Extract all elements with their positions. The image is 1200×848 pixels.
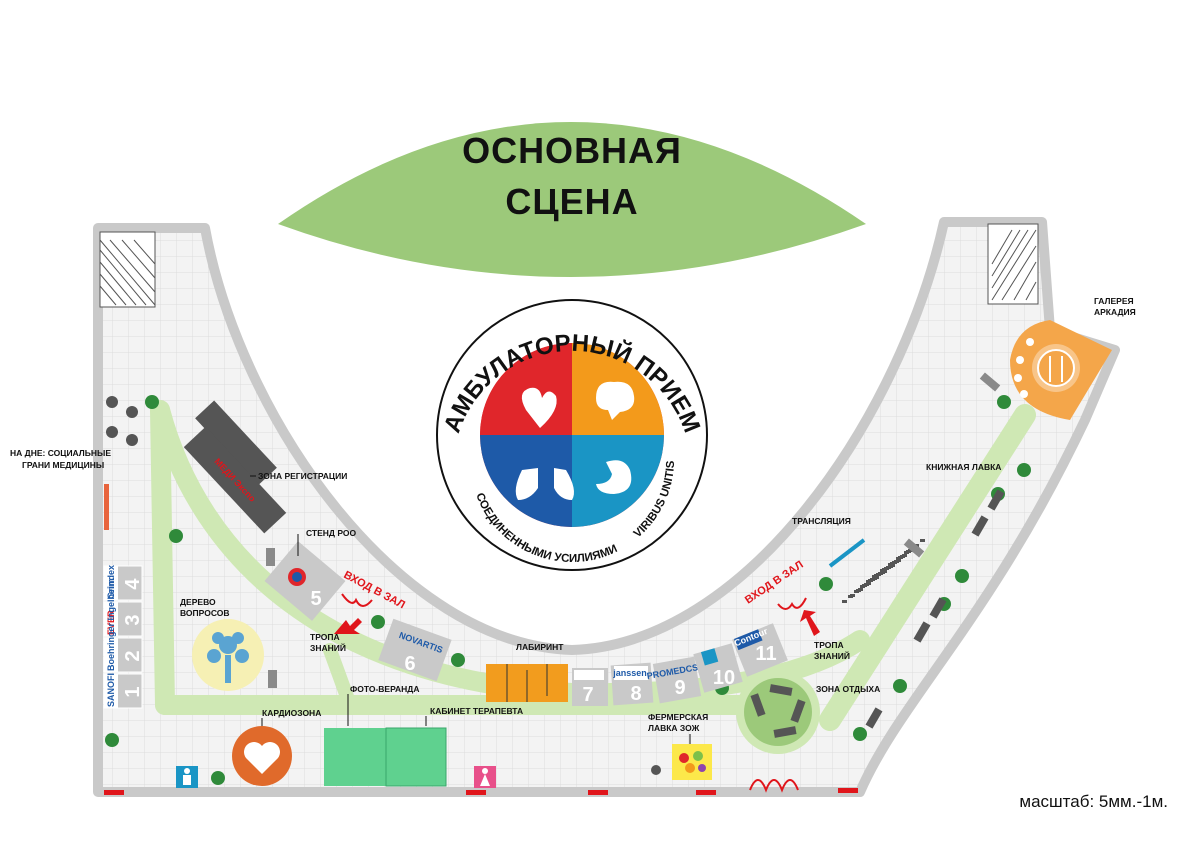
stage-title-line1: ОСНОВНАЯ bbox=[462, 130, 682, 171]
staircase-left bbox=[99, 231, 156, 308]
tree-icon bbox=[207, 632, 249, 683]
stand-7-number: 7 bbox=[582, 684, 593, 706]
stand-3-brand: EVER bbox=[106, 610, 116, 635]
heart-icon bbox=[244, 742, 280, 774]
trees bbox=[105, 395, 1031, 785]
stand-2-logo-panel bbox=[104, 638, 118, 672]
bottom-doors bbox=[749, 779, 799, 793]
kiosks bbox=[266, 372, 1001, 775]
stand-8[interactable]: janssen 8 bbox=[610, 662, 654, 706]
label-labyrinth: ЛАБИРИНТ bbox=[516, 642, 564, 652]
label-knowledge-right-2: ЗНАНИЙ bbox=[814, 650, 850, 661]
label-knowledge-left-1: ТРОПА bbox=[310, 632, 340, 642]
seat bbox=[880, 569, 885, 572]
stand-1-brand: SANOFI bbox=[106, 673, 116, 707]
seat bbox=[888, 563, 893, 566]
label-therapist: КАБИНЕТ ТЕРАПЕВТА bbox=[430, 706, 523, 716]
stage-title-line2: СЦЕНА bbox=[505, 181, 638, 222]
main-stage bbox=[278, 122, 866, 277]
label-rest: ЗОНА ОТДЫХА bbox=[816, 684, 880, 694]
stand-11-number: 11 bbox=[755, 643, 776, 665]
stand-9-number: 9 bbox=[674, 677, 685, 699]
restroom-women[interactable] bbox=[474, 766, 496, 788]
entrance-left-arrow bbox=[334, 618, 362, 634]
label-broadcast: ТРАНСЛЯЦИЯ bbox=[792, 516, 851, 526]
label-tree-1: ДЕРЕВО bbox=[180, 597, 216, 607]
stomach-icon bbox=[596, 460, 632, 494]
event-logo: АМБУЛАТОРНЫЙ ПРИЕМ СОЕДИНЕННЫМИ УСИЛИЯМИ… bbox=[436, 299, 708, 571]
label-knowledge-right-1: ТРОПА bbox=[814, 640, 844, 650]
label-farm-1: ФЕРМЕРСКАЯ bbox=[648, 712, 708, 722]
heart-organ-icon bbox=[521, 387, 557, 428]
map-scale: масштаб: 5мм.-1м. bbox=[1019, 792, 1168, 811]
benches bbox=[750, 684, 806, 738]
door-markers bbox=[104, 788, 858, 795]
seat bbox=[854, 590, 859, 593]
stand-10[interactable]: 10 bbox=[693, 643, 743, 693]
entrance-left-doors[interactable] bbox=[341, 593, 373, 607]
stand-5[interactable]: 5 bbox=[264, 541, 346, 621]
stand-3-number: 3 bbox=[122, 614, 144, 625]
entrance-right-doors[interactable] bbox=[777, 597, 807, 610]
photo-veranda[interactable] bbox=[324, 728, 386, 786]
label-tree-2: ВОПРОСОВ bbox=[180, 608, 230, 618]
brain-icon bbox=[596, 381, 635, 420]
label-social-1: НА ДНЕ: СОЦИАЛЬНЫЕ bbox=[10, 448, 111, 458]
social-display bbox=[104, 484, 109, 530]
stand-5-number: 5 bbox=[310, 588, 321, 610]
seat bbox=[842, 600, 847, 603]
farmer-shop[interactable] bbox=[672, 744, 712, 780]
label-registration: ЗОНА РЕГИСТРАЦИИ bbox=[258, 471, 347, 481]
cutlery-icon bbox=[1049, 356, 1063, 382]
label-roo-stand: СТЕНД РОО bbox=[306, 528, 357, 538]
label-gallery-1: ГАЛЕРЕЯ bbox=[1094, 296, 1134, 306]
stand-6-number: 6 bbox=[404, 653, 415, 675]
stand-8-number: 8 bbox=[630, 683, 641, 705]
seat bbox=[920, 539, 925, 542]
stand-2-brand: Boehringer Ingelheim bbox=[106, 578, 116, 671]
restroom-men[interactable] bbox=[176, 766, 198, 788]
label-gallery-2: АРКАДИЯ bbox=[1094, 307, 1136, 317]
stand-8-brand: janssen bbox=[612, 668, 647, 678]
labyrinth[interactable] bbox=[486, 664, 568, 702]
stand-4-brand: Grindex bbox=[106, 565, 116, 599]
seat bbox=[848, 595, 853, 598]
label-bookshop: КНИЖНАЯ ЛАВКА bbox=[926, 462, 1001, 472]
stand-2-number: 2 bbox=[122, 650, 144, 661]
stand-7[interactable]: 7 bbox=[572, 668, 608, 706]
staircase-right bbox=[987, 223, 1039, 305]
round-tables-left bbox=[106, 396, 138, 446]
registration-desk[interactable]: МЕДИ Экспо bbox=[183, 400, 287, 534]
seat bbox=[860, 585, 865, 588]
label-social-2: ГРАНИ МЕДИЦИНЫ bbox=[22, 460, 104, 470]
seat bbox=[896, 557, 901, 560]
broadcast-seating bbox=[842, 539, 925, 603]
label-farm-2: ЛАВКА ЗОЖ bbox=[648, 723, 700, 733]
stand-1-number: 1 bbox=[122, 686, 144, 697]
stand-4-number: 4 bbox=[122, 578, 144, 590]
label-knowledge-left-2: ЗНАНИЙ bbox=[310, 642, 346, 653]
seat bbox=[866, 580, 871, 583]
seat bbox=[904, 551, 909, 554]
therapist-office[interactable] bbox=[385, 727, 447, 787]
gallery-arcadia[interactable] bbox=[1010, 320, 1112, 420]
vegetables-icon bbox=[679, 751, 706, 773]
label-photo: ФОТО-ВЕРАНДА bbox=[350, 684, 420, 694]
broadcast-screen[interactable] bbox=[828, 538, 866, 568]
stand-4-logo-panel bbox=[104, 566, 118, 600]
entrance-right-arrow bbox=[800, 610, 820, 636]
label-cardio: КАРДИОЗОНА bbox=[262, 708, 321, 718]
lungs-icon bbox=[515, 468, 574, 500]
stand-1-logo-panel bbox=[104, 674, 118, 708]
seat bbox=[872, 575, 877, 578]
stand-3-logo-panel bbox=[104, 602, 118, 636]
stand-10-number: 10 bbox=[713, 667, 735, 689]
bookshop-shelves[interactable] bbox=[865, 489, 1005, 729]
stand-9[interactable]: PROMEDCS 9 bbox=[646, 656, 702, 704]
